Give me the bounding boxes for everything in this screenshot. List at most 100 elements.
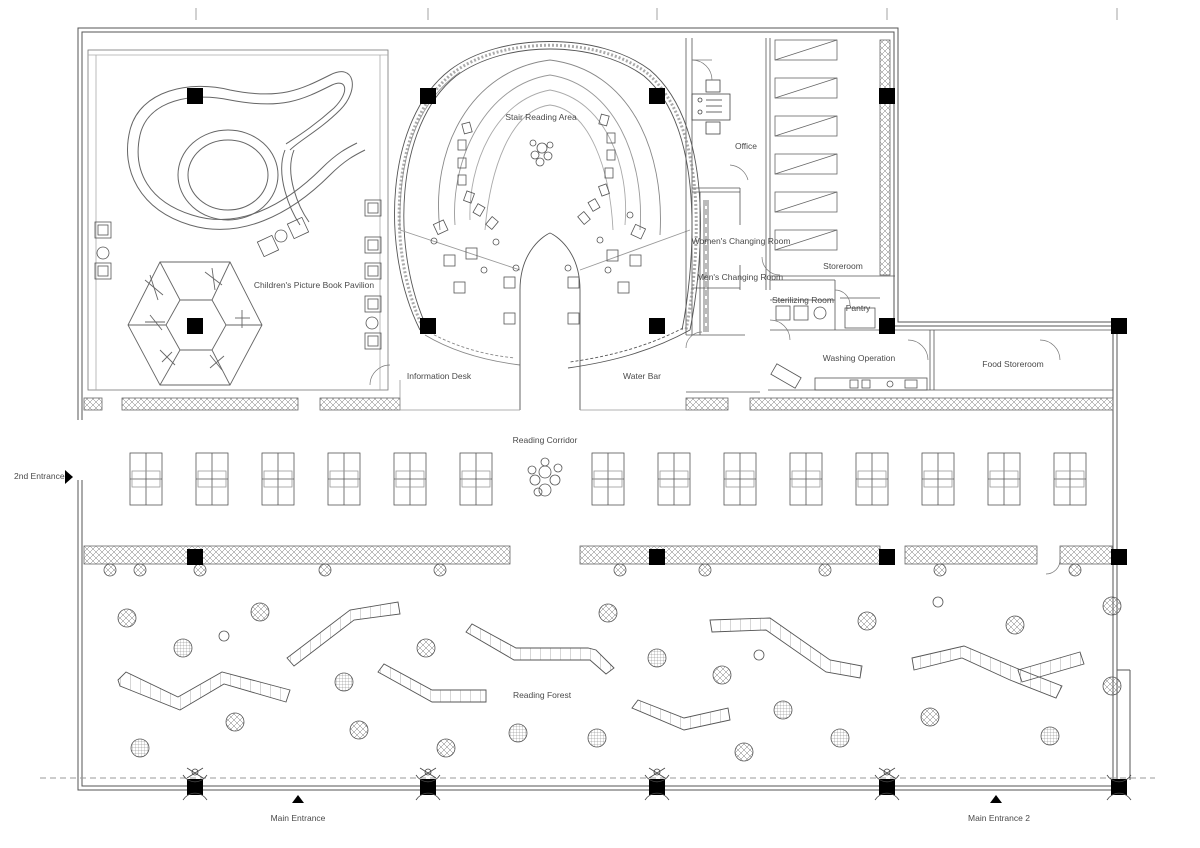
- plant-cluster-corridor: [527, 457, 563, 497]
- tree-hatched: [1102, 676, 1122, 696]
- tree-ring: [753, 649, 765, 661]
- label-sterilizing-room: Sterilizing Room: [772, 295, 834, 305]
- doors: [369, 59, 1061, 575]
- column: [420, 318, 436, 334]
- column: [187, 549, 203, 565]
- tree-hatched: [416, 638, 436, 658]
- corridor-table: [327, 452, 361, 506]
- entrance-arrows: [65, 470, 1002, 803]
- main-entrance-2-arrow-icon: [990, 795, 1002, 803]
- corridor-tables: [129, 452, 1087, 506]
- corridor-table: [195, 452, 229, 506]
- label-main-entrance-2: Main Entrance 2: [968, 813, 1030, 823]
- column: [187, 88, 203, 104]
- main-entrance-arrow-icon: [292, 795, 304, 803]
- hexagon-pavilion: [127, 261, 263, 386]
- tree-ring: [932, 596, 944, 608]
- label-food-storeroom: Food Storeroom: [982, 359, 1044, 369]
- tree-ring: [218, 630, 230, 642]
- planter: [613, 563, 627, 577]
- tree-hatched: [250, 602, 270, 622]
- storeroom-shelves: [774, 39, 891, 276]
- planter: [698, 563, 712, 577]
- tree-grid: [587, 728, 607, 748]
- front-door-symbol: [644, 767, 670, 801]
- stair-rim-hatch: [397, 43, 698, 331]
- planter: [133, 563, 147, 577]
- tree-hatched: [1005, 615, 1025, 635]
- planter: [103, 563, 117, 577]
- column: [649, 779, 665, 795]
- front-door-symbol: [1106, 774, 1132, 801]
- kitchen-fixtures: [770, 305, 928, 391]
- planter: [433, 563, 447, 577]
- label-stair-reading-area: Stair Reading Area: [505, 112, 577, 122]
- tree-hatched: [857, 611, 877, 631]
- top-ticks: [195, 8, 1118, 20]
- label-pantry: Pantry: [845, 303, 871, 313]
- column: [1111, 318, 1127, 334]
- corridor-table: [987, 452, 1021, 506]
- tree-hatched: [734, 742, 754, 762]
- tree-hatched: [117, 608, 137, 628]
- second-entrance-arrow-icon: [65, 470, 73, 484]
- front-column-doors: [182, 767, 1132, 801]
- reading-forest-shelves: [117, 601, 1085, 731]
- planter: [193, 563, 207, 577]
- corridor-table: [261, 452, 295, 506]
- tree-grid: [130, 738, 150, 758]
- stair-seats: [430, 113, 647, 325]
- tree-hatched: [712, 665, 732, 685]
- label-reading-forest: Reading Forest: [512, 690, 572, 700]
- label-main-entrance: Main Entrance: [270, 813, 326, 823]
- corridor-table: [591, 452, 625, 506]
- tree-hatched: [436, 738, 456, 758]
- planter: [818, 563, 832, 577]
- label-information-desk: Information Desk: [406, 371, 472, 381]
- planter: [933, 563, 947, 577]
- label-childrens-pavilion: Children's Picture Book Pavilion: [253, 280, 375, 290]
- tree-grid: [334, 672, 354, 692]
- front-door-symbol: [182, 767, 208, 801]
- tree-hatched: [1102, 596, 1122, 616]
- front-door-symbol: [874, 767, 900, 801]
- childrens-pavilion-room: [87, 49, 389, 391]
- structural-columns: [187, 88, 1127, 795]
- corridor-table: [1053, 452, 1087, 506]
- label-office: Office: [734, 141, 758, 151]
- label-second-entrance: 2nd Entrance: [14, 471, 65, 481]
- corridor-table: [657, 452, 691, 506]
- planter: [318, 563, 332, 577]
- corridor-table: [393, 452, 427, 506]
- front-door-symbol: [415, 767, 441, 801]
- column: [879, 88, 895, 104]
- tree-grid: [173, 638, 193, 658]
- column: [187, 779, 203, 795]
- column: [649, 318, 665, 334]
- armchairs: [94, 199, 382, 350]
- column: [879, 779, 895, 795]
- tree-hatched: [598, 603, 618, 623]
- tree-grid: [508, 723, 528, 743]
- column: [420, 779, 436, 795]
- corridor-table: [855, 452, 889, 506]
- label-womens-changing-room: Women's Changing Room: [691, 236, 791, 246]
- tree-hatched: [920, 707, 940, 727]
- stair-reading-area: [394, 41, 701, 410]
- column: [187, 318, 203, 334]
- tree-grid: [647, 648, 667, 668]
- tree-grid: [773, 700, 793, 720]
- partition-bands: [83, 380, 1114, 565]
- planter: [1068, 563, 1082, 577]
- reading-forest-trees: [103, 563, 1122, 762]
- label-reading-corridor: Reading Corridor: [512, 435, 578, 445]
- tree-hatched: [225, 712, 245, 732]
- office-furniture: [691, 79, 731, 135]
- tree-grid: [1040, 726, 1060, 746]
- tree-hatched: [349, 720, 369, 740]
- corridor-table: [129, 452, 163, 506]
- service-block-walls: [685, 38, 1113, 393]
- corridor-table: [789, 452, 823, 506]
- column: [879, 549, 895, 565]
